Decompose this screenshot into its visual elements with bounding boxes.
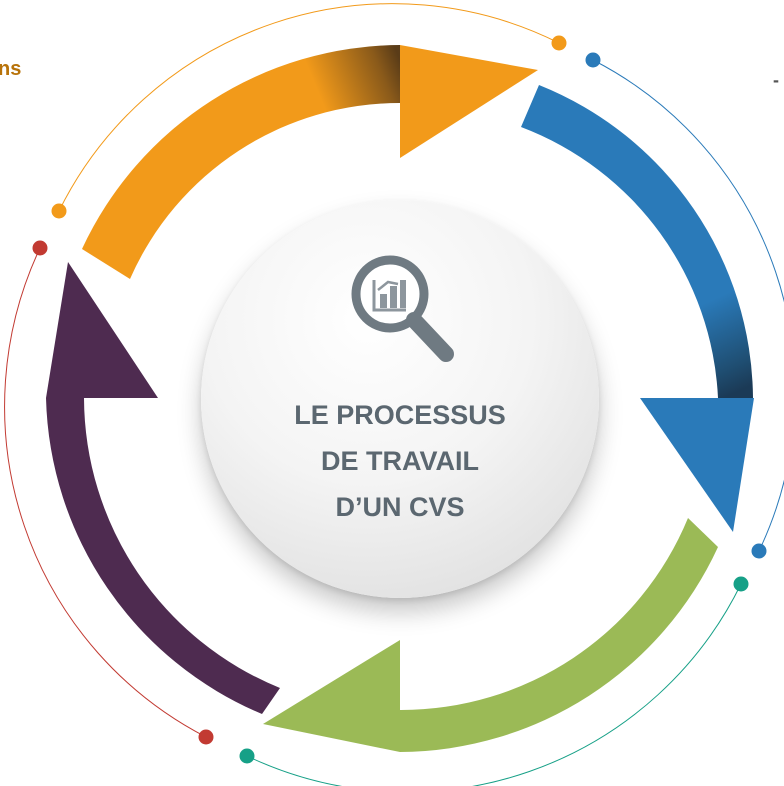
edge-text-fragment: ns [0, 58, 22, 80]
red-dot [32, 240, 48, 256]
purple-arrow-segment [46, 398, 280, 714]
center-title-line: D’UN CVS [335, 492, 465, 522]
green-arrowhead [263, 640, 400, 752]
blue-dot [751, 543, 767, 559]
center-title-line: DE TRAVAIL [321, 446, 479, 476]
center-title: LE PROCESSUS DE TRAVAIL D’UN CVS [241, 392, 559, 530]
orange-arrow-segment [82, 45, 400, 279]
orange-arrowhead [400, 45, 538, 158]
red-dot [198, 729, 214, 745]
teal-dot [239, 748, 255, 764]
blue-arrow-segment [521, 85, 753, 398]
edge-mark: - [773, 70, 779, 90]
teal-dot [733, 576, 749, 592]
blue-dot [585, 52, 601, 68]
orange-dot [551, 35, 567, 51]
chart-magnifier-icon [351, 255, 454, 362]
blue-arrowhead [640, 398, 754, 532]
orange-guide-arc [58, 3, 560, 212]
red-guide-arc [4, 247, 207, 738]
green-arrow-segment [400, 518, 718, 752]
center-title-line: LE PROCESSUS [294, 400, 506, 430]
green-guide-arc [246, 583, 742, 786]
orange-dot [51, 203, 67, 219]
purple-arrowhead [46, 262, 158, 398]
blue-guide-arc [592, 59, 784, 552]
